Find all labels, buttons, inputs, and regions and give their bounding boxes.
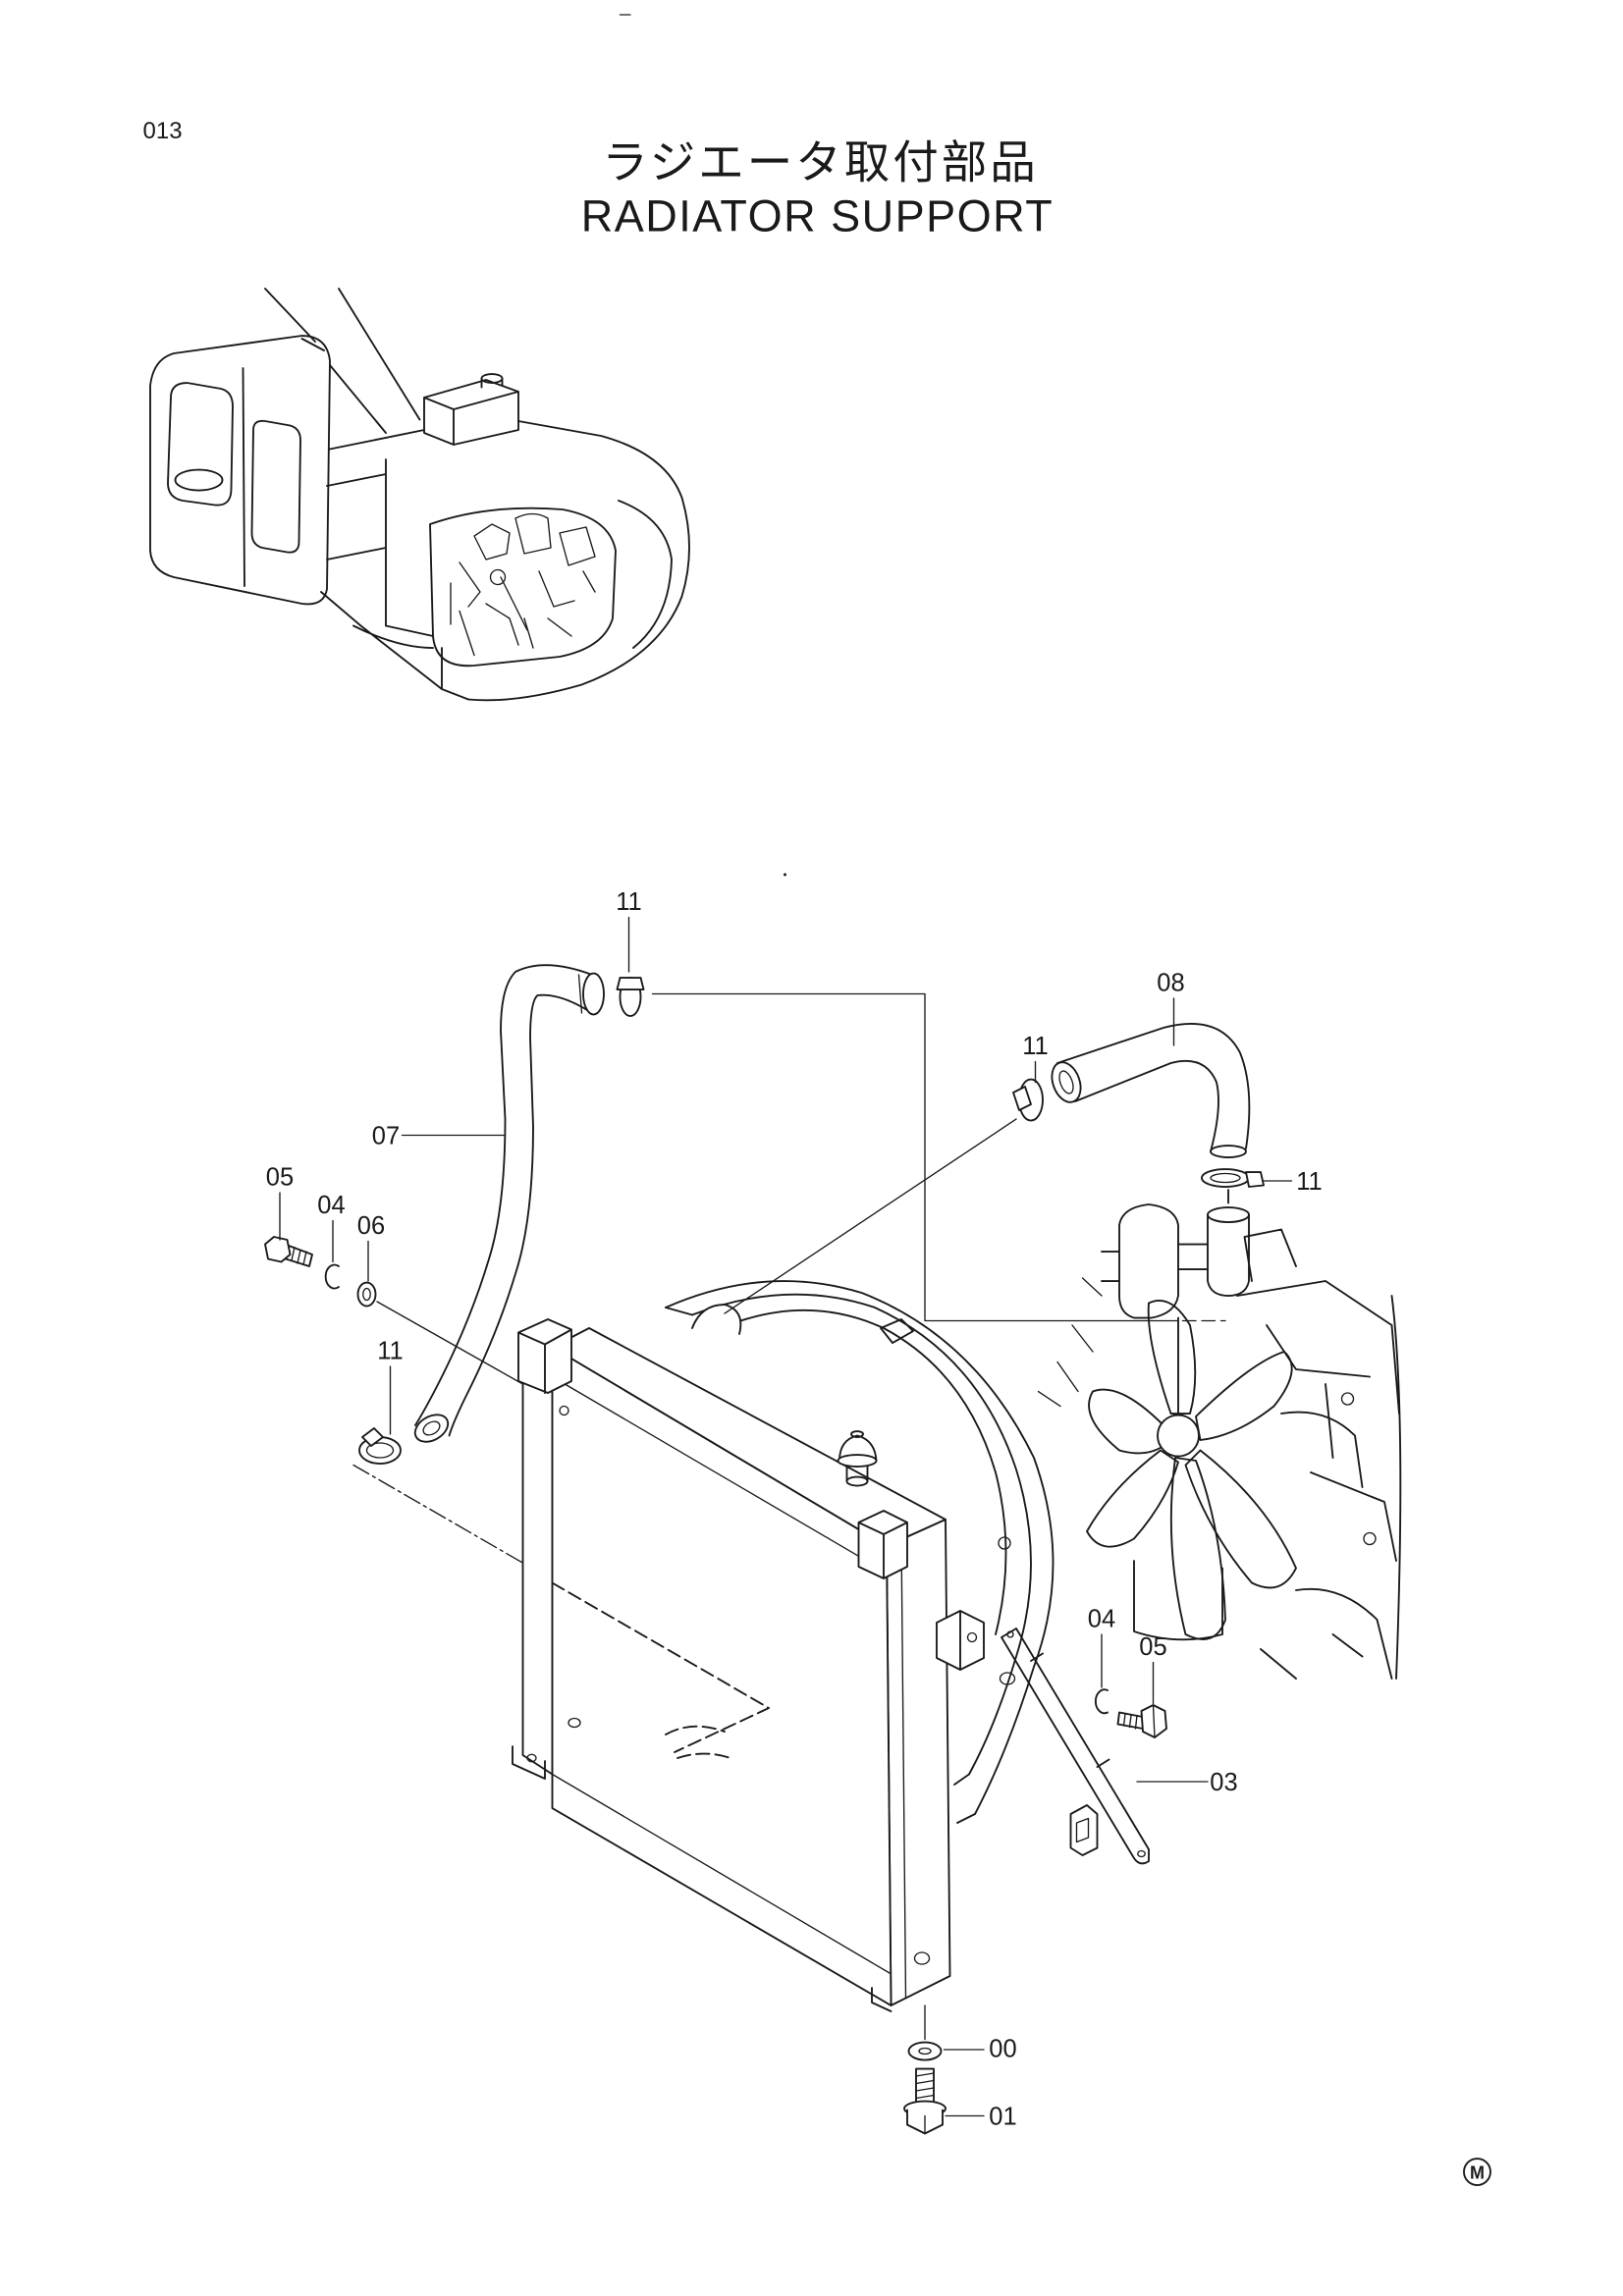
radiator-hole [559,1405,569,1416]
callout-label: 05 [266,1164,294,1192]
engine-boss [1363,1531,1377,1546]
hose-07 [413,964,605,1443]
radiator-top-right-bracket [857,1510,908,1579]
mark-circle [1463,2158,1491,2186]
radiator-hole [568,1717,581,1729]
assembly-lines [352,992,1226,2041]
radiator-bottom-foot [871,1987,893,2012]
callout-label: 04 [317,1192,345,1219]
callout-label: 11 [1022,1033,1048,1060]
engine-bay-opening [429,507,617,667]
bolt-01 [903,2067,947,2135]
cab-front-lower-window [174,468,224,492]
stay-bracket [936,1610,985,1671]
radiator-hole [526,1753,537,1763]
fan-shroud [665,1280,1055,1824]
fan-blade [1195,1351,1293,1441]
bolt-05-right [1116,1704,1167,1738]
upper-structure-body [329,420,690,702]
fuel-cap-neck [480,377,504,389]
radiator-top-left-bracket [517,1318,572,1394]
radiator-tank-seams [551,1375,907,2000]
rod-clip [1069,1804,1099,1856]
engine-and-fan [1037,1189,1402,1680]
callout-label: 03 [1210,1769,1237,1796]
radiator-right-face [886,1519,951,2006]
cab-front-window [167,382,234,507]
radiator-hole [913,1951,931,1965]
callout-label: 06 [357,1212,385,1240]
cab-side-window [250,419,301,554]
hose-clamp-lower-left [358,1427,402,1465]
counterweight-inner [618,500,673,649]
radiator [512,1304,985,2012]
radiator-inlet-stub [691,1304,742,1335]
radiator-cap-knob [850,1430,864,1438]
circled-m-mark: M [1463,2158,1491,2186]
callout-label: 01 [989,2104,1016,2131]
callout-label: 11 [377,1338,403,1365]
excavator-overview-illustration [149,288,690,702]
callout-leaders [279,916,1293,2117]
callout-label: 11 [1296,1168,1322,1196]
engine-block [1236,1228,1402,1680]
fuel-tank [423,379,519,446]
callout-label: 05 [1139,1633,1166,1661]
lower-hose-routing-line [352,1464,525,1565]
fan-blade [1184,1449,1297,1589]
engine-components [450,512,596,657]
body-panels [320,458,469,701]
callout-labels: 11 08 11 07 05 04 06 11 11 04 05 03 00 0… [266,888,1323,2131]
radiator-left-frame [521,1354,554,1776]
upper-hose-routing-line [651,992,1164,1322]
page-title-japanese: ラジエータ取付部品 [602,136,1039,189]
bolt-05-left [264,1236,313,1267]
fan-blade [1086,1449,1179,1548]
callout-label: 08 [1157,970,1184,997]
hose-clamp-engine-side [1201,1168,1265,1188]
radiator-front-face [551,1346,893,2006]
callout-label: 04 [1088,1606,1115,1633]
fan-belt [1037,1277,1103,1408]
page-number: 013 [143,118,183,144]
fan-hub [1157,1414,1200,1458]
radiator-cap-rim [837,1454,878,1468]
stray-dot [784,873,786,877]
callout-label: 00 [989,2036,1016,2063]
boom-lines [264,288,421,434]
washer-06 [356,1281,377,1308]
thermostat-housing [1101,1203,1179,1319]
stay-bracket-hole [966,1631,978,1643]
callout-label: 07 [372,1123,400,1150]
radiator-hidden-lines [551,1581,770,1759]
left-hardware-routing-line [376,1301,524,1385]
fan-blade [1147,1300,1197,1415]
page-header: 013 ラジエータ取付部品 RADIATOR SUPPORT [143,14,1055,241]
engine-boss [1340,1392,1355,1406]
mark-letter: M [1470,2163,1485,2182]
fan-pulley [1133,1560,1223,1641]
radiator-filler-neck [845,1475,869,1487]
page-title-english: RADIATOR SUPPORT [581,191,1055,241]
engine-pulley [489,568,507,586]
lock-washer-04-right [1094,1688,1109,1715]
radiator-left-foot [512,1745,546,1780]
stay-rod-03 [1001,1628,1150,1865]
washer-00 [907,2041,943,2061]
hose-clamp-upper-right [1012,1078,1044,1122]
hose-08 [1051,1023,1251,1158]
fan-blade [1169,1457,1226,1640]
fan-blade [1088,1388,1164,1455]
lock-washer-04-left [324,1263,340,1290]
callout-label: 11 [616,888,641,916]
engine-outlet-opening [1207,1206,1250,1223]
cab-outline [149,335,331,606]
cab-pillar [242,367,245,587]
engine-outlet-pipe [1177,1213,1250,1297]
hose-clamp-top [616,977,645,1017]
inlet-routing-line [724,1118,1017,1314]
